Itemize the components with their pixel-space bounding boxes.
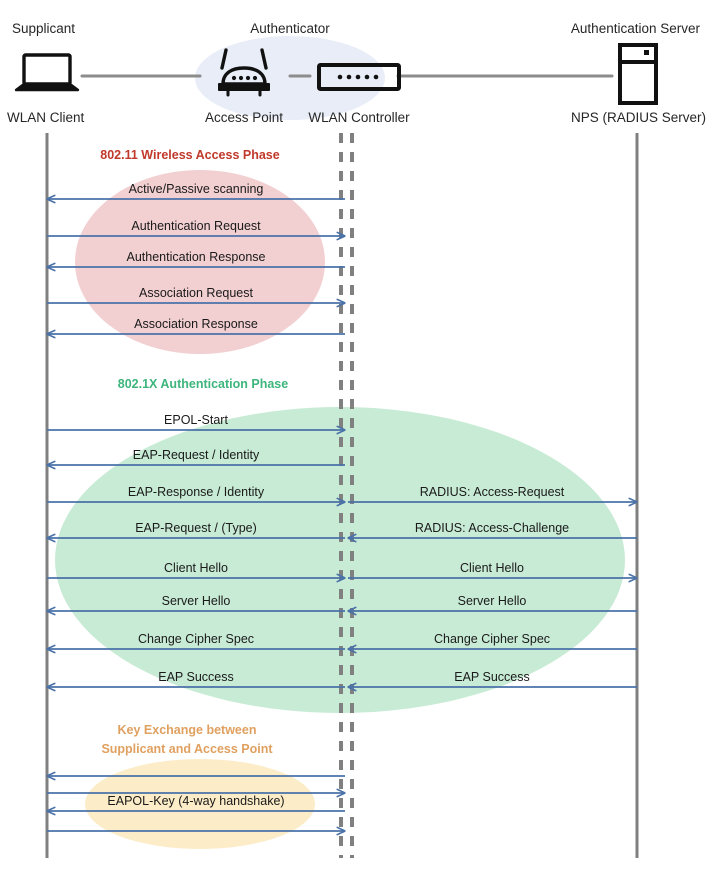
message-label: Server Hello [458, 594, 527, 608]
message-label: Authentication Request [131, 219, 261, 233]
wlan-controller-icon [317, 63, 401, 91]
laptop-icon [14, 53, 80, 92]
message-label: EPOL-Start [164, 413, 228, 427]
device-label-wlan-client: WLAN Client [7, 110, 85, 125]
blob-key-exchange-phase [85, 759, 315, 849]
message-label: Association Request [139, 286, 253, 300]
role-label-authenticator: Authenticator [250, 21, 330, 36]
message-label: Client Hello [460, 561, 524, 575]
message-row: Active/Passive scanning [47, 182, 345, 199]
message-row: EAPOL-Key (4-way handshake) [47, 794, 345, 811]
message-row: EAP-Request / (Type) [47, 521, 345, 538]
phase-label-dot1x-auth: 802.1X Authentication Phase [118, 377, 288, 391]
phase-label-key-exchange-line2: Supplicant and Access Point [101, 742, 273, 756]
message-row: RADIUS: Access-Request [348, 485, 637, 502]
message-label: Authentication Response [127, 250, 266, 264]
message-label: Change Cipher Spec [434, 632, 550, 646]
message-label: Server Hello [162, 594, 231, 608]
role-label-auth-server: Authentication Server [571, 21, 701, 36]
message-label: EAP Success [454, 670, 530, 684]
message-row: EPOL-Start [47, 413, 345, 430]
message-row: EAP-Request / Identity [47, 448, 345, 465]
message-row: Authentication Response [47, 250, 345, 267]
message-label: EAP-Request / (Type) [135, 521, 257, 535]
server-rack-icon [618, 43, 658, 105]
message-label: Change Cipher Spec [138, 632, 254, 646]
phase-labels: 802.11 Wireless Access Phase 802.1X Auth… [100, 148, 288, 756]
phase-label-key-exchange-line1: Key Exchange between [118, 723, 257, 737]
blob-wireless-access-phase [75, 170, 325, 354]
access-point-icon [218, 48, 270, 97]
lifelines [45, 133, 639, 858]
message-row: Server Hello [47, 594, 345, 611]
phase-label-wireless-access: 802.11 Wireless Access Phase [100, 148, 279, 162]
message-row: Server Hello [348, 594, 637, 611]
message-row: Authentication Request [47, 219, 345, 236]
message-label: Client Hello [164, 561, 228, 575]
message-row: Client Hello [47, 561, 345, 578]
message-row: Client Hello [348, 561, 637, 578]
message-label: Active/Passive scanning [129, 182, 264, 196]
message-label: EAP-Response / Identity [128, 485, 265, 499]
message-row: EAP Success [47, 670, 345, 687]
device-label-access-point: Access Point [205, 110, 283, 125]
message-label: EAP-Request / Identity [133, 448, 260, 462]
message-label: Association Response [134, 317, 258, 331]
message-label: RADIUS: Access-Request [420, 485, 565, 499]
device-label-nps-radius: NPS (RADIUS Server) [571, 110, 706, 125]
message-label: EAPOL-Key (4-way handshake) [107, 794, 284, 808]
message-row: RADIUS: Access-Challenge [348, 521, 637, 538]
message-row: EAP Success [348, 670, 637, 687]
message-row: Association Request [47, 286, 345, 303]
role-label-supplicant: Supplicant [12, 21, 75, 36]
message-row: Association Response [47, 317, 345, 334]
message-row: Change Cipher Spec [348, 632, 637, 649]
device-label-wlan-controller: WLAN Controller [308, 110, 410, 125]
header-labels: Supplicant Authenticator Authentication … [7, 21, 706, 125]
message-row: Change Cipher Spec [47, 632, 345, 649]
message-label: EAP Success [158, 670, 234, 684]
message-label: RADIUS: Access-Challenge [415, 521, 569, 535]
message-row: EAP-Response / Identity [47, 485, 345, 502]
authenticator-group-blob [195, 36, 385, 120]
